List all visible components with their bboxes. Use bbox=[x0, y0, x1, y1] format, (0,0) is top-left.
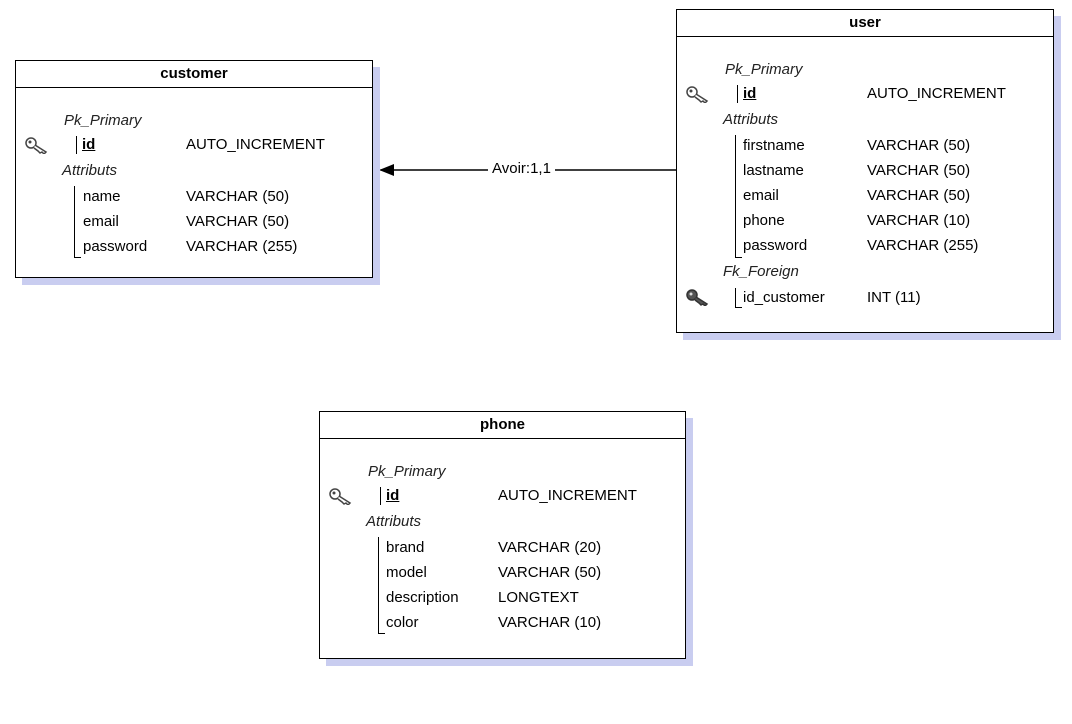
pk-section-label: Pk_Primary bbox=[64, 112, 142, 129]
pk-field-type: AUTO_INCREMENT bbox=[186, 136, 325, 153]
key-filled-icon bbox=[686, 289, 709, 306]
attr-bracket bbox=[735, 135, 742, 258]
attr-section-label: Attributs bbox=[366, 513, 422, 530]
attr-field-type: LONGTEXT bbox=[498, 589, 579, 606]
pk-field-name: id bbox=[743, 85, 757, 102]
attr-field-name: email bbox=[743, 187, 779, 204]
attr-section-label: Attributs bbox=[723, 111, 779, 128]
pk-field-type: AUTO_INCREMENT bbox=[867, 85, 1006, 102]
attr-field-name: name bbox=[83, 188, 121, 205]
key-outline-icon bbox=[25, 137, 48, 154]
attr-field-name: email bbox=[83, 213, 119, 230]
attr-field-name: description bbox=[386, 589, 459, 606]
entity-title: user bbox=[677, 10, 1053, 37]
attr-field-type: VARCHAR (50) bbox=[498, 564, 602, 581]
attr-field-name: firstname bbox=[743, 137, 805, 154]
attr-field-type: VARCHAR (50) bbox=[867, 187, 971, 204]
attr-field-name: lastname bbox=[743, 162, 804, 179]
attr-field-type: VARCHAR (50) bbox=[867, 137, 971, 154]
entity-phone[interactable]: phone Pk_Primary id AUTO_INCREMENT Attri… bbox=[319, 411, 686, 659]
attr-section-label: Attributs bbox=[62, 162, 118, 179]
pk-bracket bbox=[737, 85, 744, 103]
arrow-head-icon bbox=[379, 164, 394, 176]
key-outline-icon bbox=[686, 86, 709, 103]
attr-field-name: password bbox=[83, 238, 148, 255]
entity-customer[interactable]: customer Pk_Primary id AUTO_INCREMENT At… bbox=[15, 60, 373, 278]
fk-bracket bbox=[735, 288, 742, 308]
pk-bracket bbox=[380, 487, 387, 505]
attr-field-type: VARCHAR (10) bbox=[867, 212, 971, 229]
fk-section-label: Fk_Foreign bbox=[723, 263, 799, 280]
attr-field-name: model bbox=[386, 564, 427, 581]
pk-field-name: id bbox=[82, 136, 96, 153]
attr-field-type: VARCHAR (255) bbox=[867, 237, 979, 254]
fk-field-type: INT (11) bbox=[867, 289, 921, 306]
attr-bracket bbox=[378, 537, 385, 634]
attr-field-type: VARCHAR (50) bbox=[867, 162, 971, 179]
attr-field-type: VARCHAR (50) bbox=[186, 188, 290, 205]
attr-field-name: phone bbox=[743, 212, 785, 229]
attr-field-name: password bbox=[743, 237, 808, 254]
pk-section-label: Pk_Primary bbox=[368, 463, 446, 480]
entity-title: phone bbox=[320, 412, 685, 439]
pk-field-type: AUTO_INCREMENT bbox=[498, 487, 637, 504]
attr-field-type: VARCHAR (255) bbox=[186, 238, 298, 255]
attr-bracket bbox=[74, 186, 81, 258]
attr-field-type: VARCHAR (20) bbox=[498, 539, 602, 556]
relation-label: Avoir:1,1 bbox=[488, 160, 555, 177]
pk-section-label: Pk_Primary bbox=[725, 61, 803, 78]
attr-field-type: VARCHAR (10) bbox=[498, 614, 602, 631]
pk-bracket bbox=[76, 136, 83, 154]
key-outline-icon bbox=[329, 488, 352, 505]
entity-user[interactable]: user Pk_Primary id AUTO_INCREMENT Attrib… bbox=[676, 9, 1054, 333]
fk-field-name: id_customer bbox=[743, 289, 825, 306]
attr-field-name: color bbox=[386, 614, 419, 631]
pk-field-name: id bbox=[386, 487, 400, 504]
attr-field-type: VARCHAR (50) bbox=[186, 213, 290, 230]
entity-title: customer bbox=[16, 61, 372, 88]
attr-field-name: brand bbox=[386, 539, 425, 556]
